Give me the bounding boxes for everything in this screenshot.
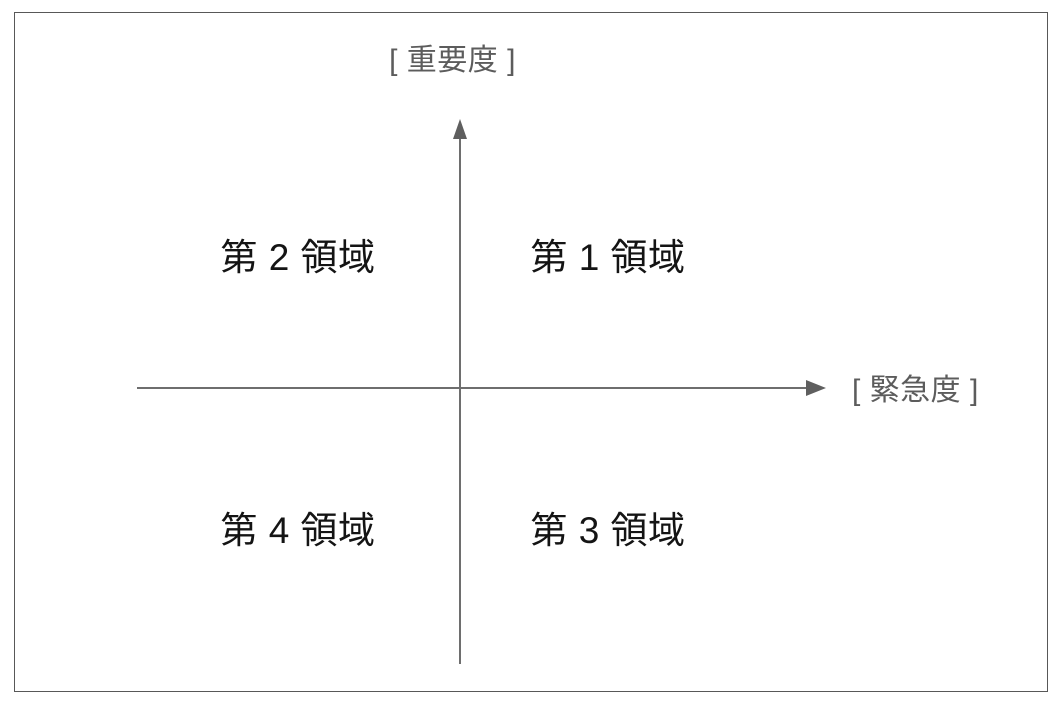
y-axis-label: [ 重要度 ] bbox=[389, 44, 516, 77]
quadrant-label-2: 第 2 領域 bbox=[220, 237, 376, 278]
diagram-border-frame bbox=[14, 12, 1048, 692]
quadrant-label-4: 第 4 領域 bbox=[220, 510, 376, 551]
horizontal-axis-line bbox=[137, 387, 812, 389]
quadrant-label-1: 第 1 領域 bbox=[530, 237, 686, 278]
x-axis-label: [ 緊急度 ] bbox=[852, 374, 979, 407]
vertical-axis-arrow-icon bbox=[453, 119, 467, 139]
horizontal-axis-arrow-icon bbox=[806, 380, 826, 396]
quadrant-label-3: 第 3 領域 bbox=[530, 510, 686, 551]
vertical-axis-line bbox=[459, 128, 461, 664]
